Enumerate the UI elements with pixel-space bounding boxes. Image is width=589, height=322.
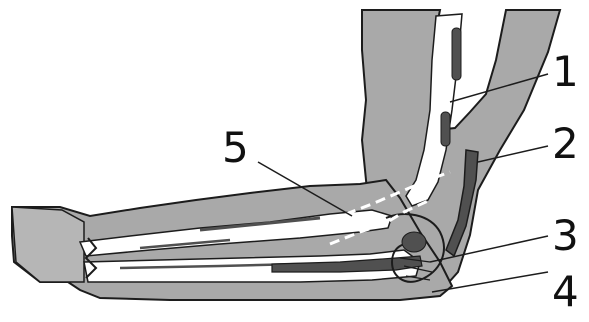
- callout-label-5: 5: [222, 123, 249, 172]
- joint-capsule-detail: [402, 232, 426, 252]
- callout-label-2: 2: [552, 119, 579, 168]
- hand-stub: [12, 207, 84, 282]
- callout-label-3: 3: [552, 211, 579, 260]
- upper-arm-muscle-fibre: [452, 28, 461, 80]
- upper-arm-muscle-fibre: [441, 112, 450, 146]
- callout-label-4: 4: [552, 267, 579, 316]
- callout-label-1: 1: [552, 47, 579, 96]
